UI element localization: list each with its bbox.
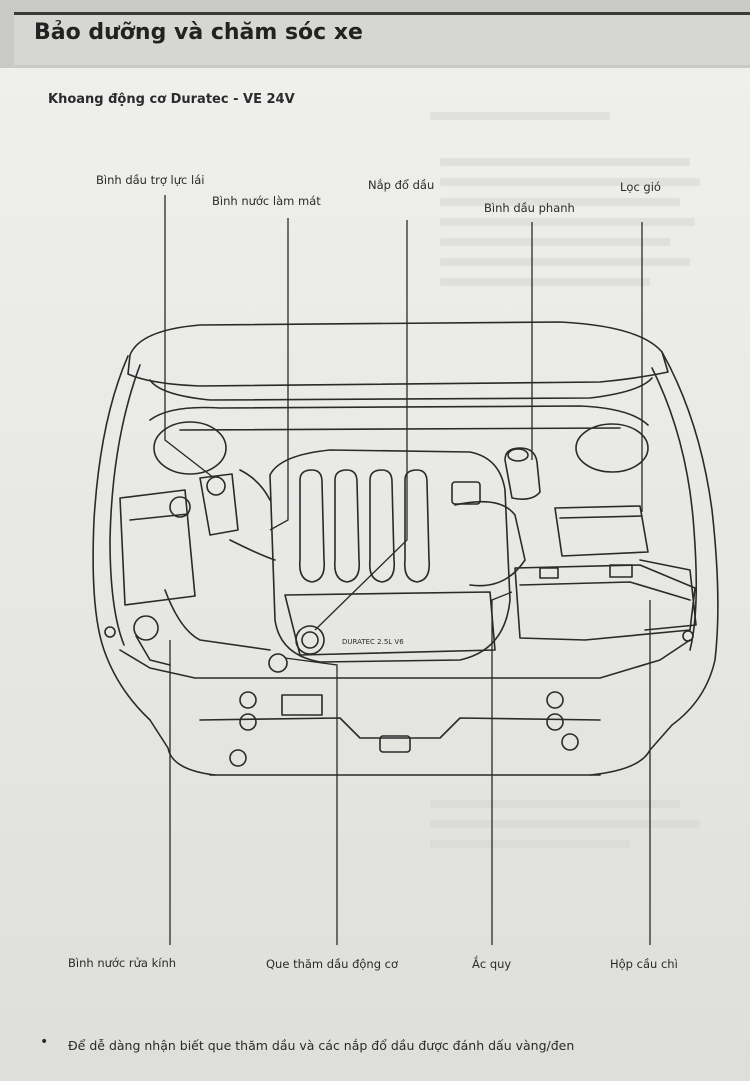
- strut-tower-right: [575, 423, 649, 473]
- intake-runners: [298, 469, 431, 583]
- hood-outline: [127, 321, 669, 387]
- leader-power-steering: [164, 195, 215, 479]
- left-fender-inner: [109, 364, 141, 646]
- leader-battery: [491, 591, 513, 945]
- hood-latch: [379, 735, 411, 753]
- label-fuse-box: Hộp cầu chì: [610, 957, 678, 971]
- engine-badge: DURATEC 2.5L V6: [342, 638, 404, 646]
- battery-terminal: [609, 564, 633, 578]
- bleed-through-line: [430, 800, 680, 808]
- engine-cover: [284, 591, 496, 656]
- air-filter-box: [554, 505, 649, 557]
- diagram-subtitle: Khoang động cơ Duratec - VE 24V: [48, 92, 295, 107]
- throttle-body: [451, 481, 481, 505]
- leader-dipstick: [284, 657, 338, 945]
- brake-fluid-reservoir: [504, 447, 541, 500]
- header-band: [0, 0, 750, 68]
- label-air-filter: Lọc gió: [620, 180, 661, 194]
- hose: [229, 539, 276, 561]
- bleed-through-line: [440, 278, 650, 286]
- bleed-through-line: [440, 238, 670, 246]
- front-bumper: [119, 639, 691, 679]
- footnote-bullet: •: [40, 1034, 49, 1050]
- oil-filler-cap: [295, 625, 325, 655]
- label-washer: Bình nước rửa kính: [68, 956, 177, 970]
- right-fender: [589, 351, 719, 776]
- cowl-panel: [149, 405, 649, 426]
- power-steering-reservoir: [199, 473, 239, 536]
- lock-platform: [199, 717, 601, 739]
- bleed-through-line: [430, 820, 700, 828]
- bleed-through-line: [440, 218, 695, 226]
- engine-block: [269, 449, 511, 663]
- strut-tower-left: [153, 421, 227, 475]
- leader-oil-cap: [314, 220, 408, 631]
- bleed-through-line: [440, 258, 690, 266]
- fuse-box: [639, 559, 697, 631]
- air-intake-duct: [454, 500, 526, 587]
- bleed-through-line: [440, 198, 680, 206]
- hose: [164, 589, 271, 651]
- cowl-line: [179, 427, 621, 431]
- label-oil-cap: Nắp đổ dầu: [368, 178, 435, 192]
- dipstick-handle: [268, 653, 288, 673]
- bleed-through-line: [430, 840, 630, 848]
- right-fender-inner: [651, 367, 698, 651]
- coolant-reservoir: [119, 489, 196, 606]
- leader-coolant: [269, 218, 289, 531]
- footnote-text: Để dễ dàng nhận biết que thăm dầu và các…: [68, 1038, 575, 1053]
- section-title: Bảo dưỡng và chăm sóc xe: [34, 20, 363, 45]
- hood-inner-edge: [149, 377, 653, 401]
- bleed-through-line: [440, 178, 700, 186]
- label-brake-fluid: Bình dầu phanh: [484, 201, 575, 215]
- bleed-through-line: [430, 112, 610, 120]
- label-coolant: Bình nước làm mát: [212, 194, 321, 208]
- label-dipstick: Que thăm dầu động cơ: [266, 957, 399, 971]
- left-fender: [92, 355, 216, 776]
- battery-terminal: [539, 567, 559, 579]
- header-inner: [14, 12, 750, 65]
- label-battery: Ắc quy: [472, 957, 512, 971]
- washer-reservoir-cap: [133, 615, 159, 641]
- nameplate: [281, 694, 323, 716]
- battery: [514, 564, 696, 641]
- bleed-through-line: [440, 158, 690, 166]
- hose: [239, 469, 271, 501]
- label-power-steering: Bình dầu trợ lực lái: [96, 173, 205, 187]
